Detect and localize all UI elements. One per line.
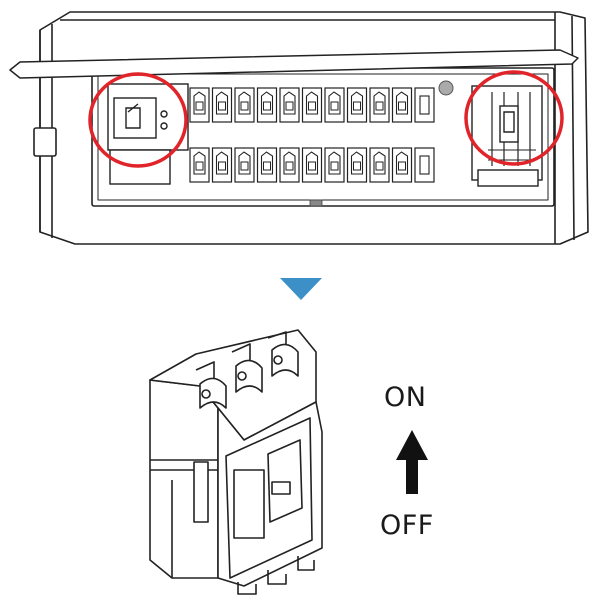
- arrow-up-icon: [396, 430, 428, 494]
- branch-breaker: [346, 87, 368, 123]
- right-breaker-module: [471, 85, 543, 187]
- off-label: OFF: [380, 510, 434, 541]
- branch-breaker: [391, 147, 413, 183]
- highlight-circles: [88, 70, 564, 168]
- branch-breaker: [279, 147, 300, 183]
- highlight-circle-right: [464, 70, 564, 166]
- branch-breaker: [324, 147, 345, 183]
- branch-breaker: [301, 147, 323, 183]
- branch-breaker: [211, 147, 233, 183]
- branch-breaker: [189, 87, 210, 123]
- branch-breaker: [369, 147, 390, 183]
- triangle-down-icon: [280, 278, 322, 300]
- branch-breaker: [256, 147, 278, 183]
- branch-breaker: [391, 87, 413, 123]
- branch-breaker: [346, 147, 368, 183]
- branch-breaker: [369, 87, 390, 123]
- branch-breaker: [189, 147, 210, 183]
- main-breaker-left: [107, 83, 189, 185]
- branch-breaker: [414, 87, 435, 123]
- branch-breaker: [301, 87, 323, 123]
- branch-breaker-rows: [189, 87, 435, 183]
- branch-breaker: [234, 87, 255, 123]
- branch-breaker: [414, 147, 435, 183]
- branch-breaker: [234, 147, 255, 183]
- branch-breaker: [324, 87, 345, 123]
- branch-breaker: [256, 87, 278, 123]
- branch-breaker: [211, 87, 233, 123]
- three-pole-breaker: [149, 329, 323, 595]
- indicator-dot: [438, 80, 454, 96]
- panel-bottom-tab: [309, 199, 323, 207]
- highlight-circle-left: [88, 72, 188, 168]
- cover-flap: [9, 49, 579, 79]
- branch-breaker: [279, 87, 300, 123]
- on-label: ON: [384, 382, 427, 413]
